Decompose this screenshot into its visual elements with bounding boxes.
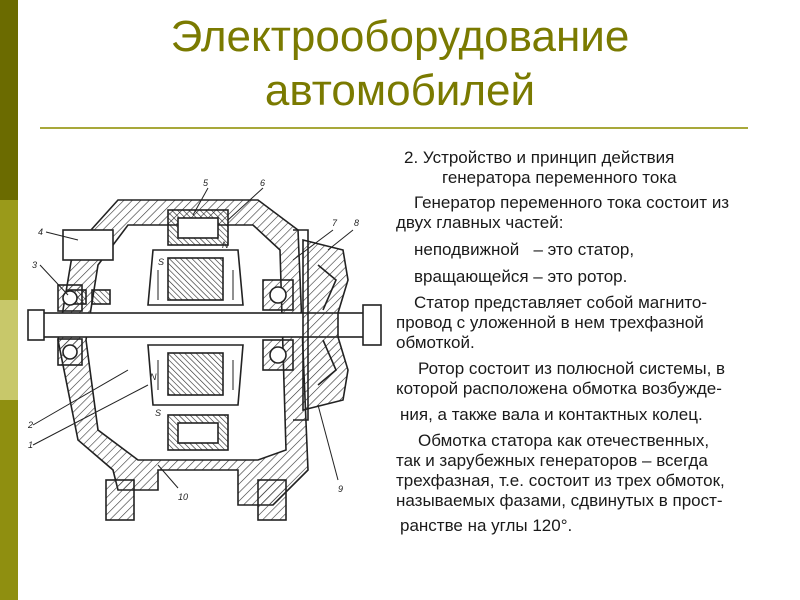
- title-divider: [40, 127, 748, 129]
- text-line: Генератор переменного тока состоит из: [414, 193, 730, 212]
- heading-line: генератора переменного тока: [442, 168, 677, 187]
- paragraph: Обмотка статора как отечественных, так и…: [396, 431, 791, 511]
- callout-label: 3: [32, 260, 37, 270]
- paragraph: ния, а также вала и контактных колец.: [396, 405, 791, 425]
- text-line: Обмотка статора как отечественных,: [418, 431, 710, 450]
- pole-label: S: [155, 408, 161, 418]
- text-line: называемых фазами, сдвинутых в прост-: [396, 491, 723, 510]
- text-line: двух главных частей:: [396, 213, 564, 232]
- sidebar-segment: [0, 200, 18, 300]
- paragraph: вращающейся – это ротор.: [396, 267, 791, 287]
- callout-label: 5: [203, 178, 209, 188]
- paragraph: Ротор состоит из полюсной системы, в кот…: [396, 359, 791, 399]
- title-line: автомобилей: [264, 66, 536, 115]
- callout-label: 2: [27, 420, 33, 430]
- pole-label: N: [150, 372, 157, 382]
- text-line: вращающейся – это ротор.: [414, 267, 628, 286]
- text-line: Статор представляет собой магнито-: [414, 293, 708, 312]
- callout-label: 4: [38, 227, 43, 237]
- sidebar-segment: [0, 0, 18, 200]
- text-line: ния, а также вала и контактных колец.: [400, 405, 703, 424]
- text-line: ранстве на углы 120°.: [400, 516, 573, 535]
- text-line: трехфазная, т.е. состоит из трех обмоток…: [396, 471, 725, 490]
- slide-title: Электрооборудование автомобилей: [60, 10, 740, 118]
- title-line: Электрооборудование: [170, 12, 630, 61]
- section-heading: 2. Устройство и принцип действия генерат…: [404, 148, 791, 188]
- text-line: обмоткой.: [396, 333, 475, 352]
- text-line: которой расположена обмотка возбужде-: [396, 379, 722, 398]
- slide-body: 2. Устройство и принцип действия генерат…: [396, 148, 791, 536]
- text-line: провод с уложенной в нем трехфазной: [396, 313, 704, 332]
- callout-label: 7: [332, 218, 338, 228]
- callout-label: 10: [178, 492, 188, 502]
- callout-label: 1: [28, 440, 33, 450]
- pole-label: S: [158, 257, 164, 267]
- text-line: так и зарубежных генераторов – всегда: [396, 451, 708, 470]
- pole-label: N: [222, 240, 229, 250]
- paragraph: ранстве на углы 120°.: [396, 516, 791, 536]
- generator-diagram: 1 2 3 4 5 6 7 8 9 10 N S N S: [27, 178, 382, 521]
- text-line: неподвижной – это статор,: [414, 240, 635, 259]
- sidebar-stripe: [0, 0, 18, 600]
- paragraph: Генератор переменного тока состоит из дв…: [396, 193, 791, 233]
- callout-label: 6: [260, 178, 265, 188]
- heading-line: 2. Устройство и принцип действия: [404, 148, 675, 167]
- paragraph: Статор представляет собой магнито- прово…: [396, 293, 791, 353]
- callout-label: 9: [338, 484, 343, 494]
- text-line: Ротор состоит из полюсной системы, в: [418, 359, 726, 378]
- sidebar-segment: [0, 400, 18, 600]
- paragraph: неподвижной – это статор,: [396, 240, 791, 260]
- callout-label: 8: [354, 218, 359, 228]
- sidebar-segment: [0, 300, 18, 400]
